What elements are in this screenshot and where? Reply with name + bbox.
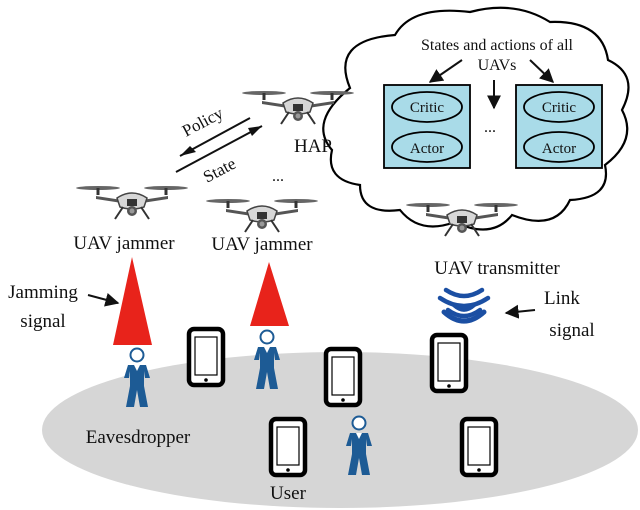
jamming-pointer-arrow [87,292,120,307]
cloud-title-line1: States and actions of all [421,37,574,54]
actor-node-1 [391,131,463,163]
phone-icon-4 [271,419,305,475]
critic-node-2 [523,91,595,123]
policy-state-link: Policy State [175,103,263,187]
state-line [175,125,263,173]
jamming-label-line2: signal [20,311,65,332]
policy-arrowhead [180,146,196,156]
transmitter-label: UAV transmitter [434,258,560,279]
jammer-1-drone-icon [74,184,190,221]
phone-icon-1 [189,329,223,385]
state-label: State [200,154,239,187]
hap-label: HAP [294,136,332,157]
uav-dots: ... [272,168,284,185]
critic-label-2: Critic [542,100,577,116]
phone-icon-5 [462,419,496,475]
agent-box-1: Critic Actor [383,84,471,169]
jamming-beam-1 [113,257,152,345]
jammer-2-drone-icon [204,197,320,234]
critic-label-1: Critic [410,100,445,116]
arrow-to-agent-1 [428,59,463,83]
link-pointer-arrow [504,304,536,319]
arrow-to-agent-2 [529,59,555,83]
link-label-line2: signal [549,320,594,341]
state-arrowhead [248,126,262,136]
cloud-shape [322,6,630,231]
cloud-dots: ... [484,119,496,136]
jamming-beam-2 [250,262,289,326]
actor-node-2 [523,131,595,163]
cloud-title-line2: UAVs [478,57,517,74]
agent-box-2: Critic Actor [515,84,603,169]
user-label: User [270,483,307,504]
phone-icon-3 [432,335,466,391]
link-signal-waves [437,287,491,324]
jammer-2-label: UAV jammer [211,234,313,255]
actor-label-1: Actor [410,141,444,157]
link-label-line1: Link [544,288,580,309]
eavesdropper-label: Eavesdropper [86,427,191,448]
phone-icon-2 [326,349,360,405]
jammer-1-label: UAV jammer [73,233,175,254]
critic-node-1 [391,91,463,123]
jamming-label-line1: Jamming [8,282,78,303]
actor-label-2: Actor [542,141,576,157]
